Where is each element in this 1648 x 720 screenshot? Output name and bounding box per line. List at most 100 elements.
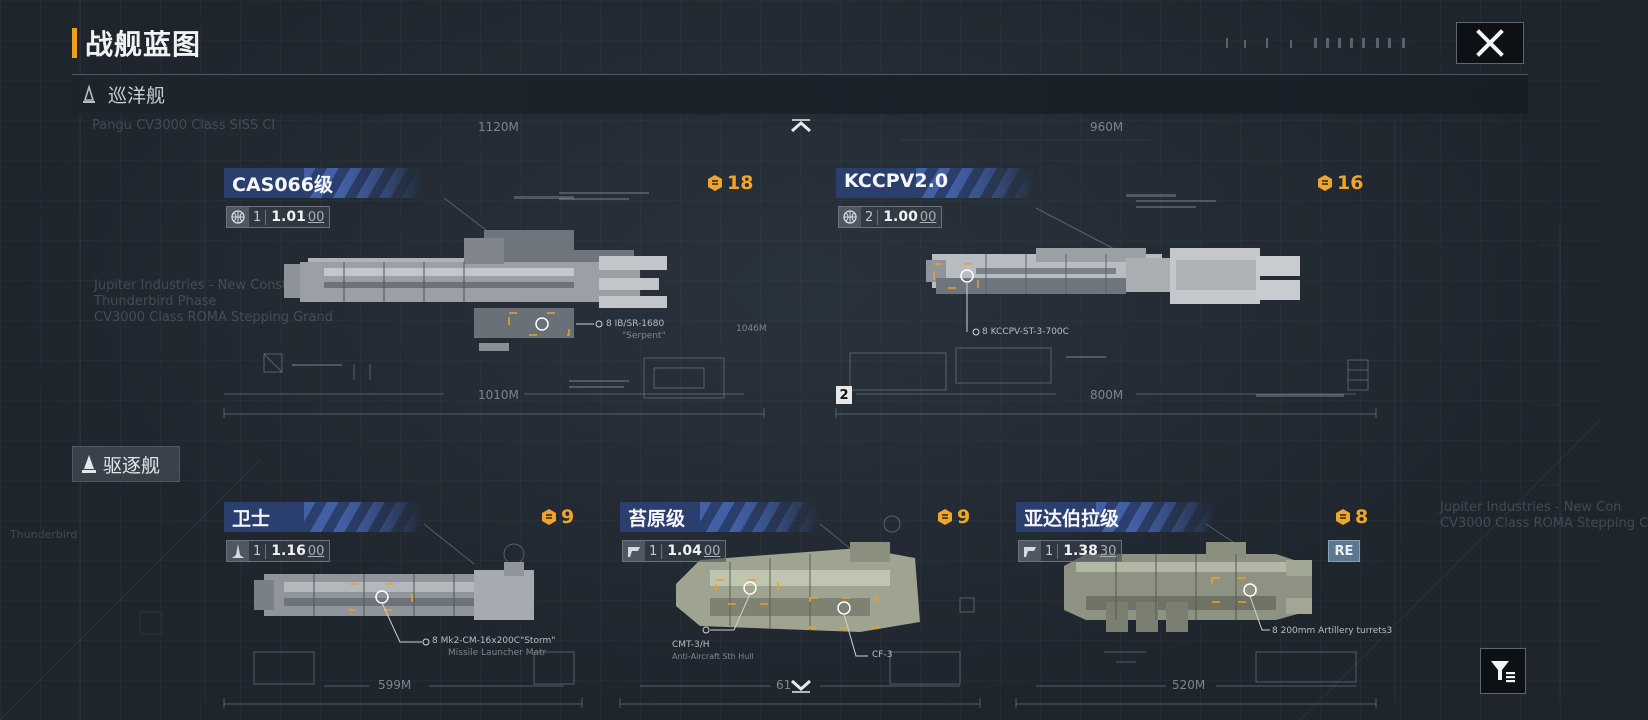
weapon-label: 8 200mm Artillery turrets3 (1272, 626, 1393, 636)
ship-length: 61 (776, 678, 792, 692)
stat-value: 1.00 (883, 209, 918, 225)
ship-name: KCCPV2.0 (844, 170, 949, 192)
bg-text: Thunderbird (10, 528, 78, 541)
globe-icon (839, 207, 861, 227)
close-icon (1476, 29, 1504, 57)
side-measure: 1046M (736, 324, 767, 334)
ship-cost: 9 (936, 506, 970, 528)
ship-length-top: 960M (1090, 120, 1124, 134)
cruiser-icon (83, 83, 95, 103)
ship-card-guardian[interactable]: 卫士 9 1 1.16 00 8 Mk2-CM-16x200C"Storm" M… (223, 502, 583, 708)
cost-icon (1336, 509, 1350, 525)
ship-name: CAS066级 (232, 174, 333, 196)
destroyer-icon (82, 455, 96, 473)
ship-card-cas066[interactable]: CAS066级 18 1 1.01 00 8 IB/SR-1680 "Serpe… (223, 120, 767, 418)
ship-stat: 1 1.16 00 (226, 540, 331, 562)
ship-cost: 9 (540, 506, 574, 528)
stat-value: 1.01 (271, 209, 306, 225)
ship-card-tundra[interactable]: 苔原级 9 1 1.04 00 CMT-3/H Anti-Aircraft St… (619, 502, 981, 708)
ship-card-aldabra[interactable]: 亚达伯拉级 8 1 1.38 30 RE 8 200mm Artillery t… (1015, 502, 1392, 708)
stat-value: 1.04 (667, 543, 702, 559)
bg-text: CV3000 Class ROMA Stepping C (1440, 516, 1648, 531)
weapon-label: 8 IB/SR-1680 (606, 319, 665, 329)
chevron-up-icon[interactable] (790, 118, 812, 134)
ship-name: 卫士 (232, 508, 271, 530)
weapon-label: 8 KCCPV-ST-3-700C (982, 327, 1069, 337)
category-header-cruiser[interactable]: 巡洋舰 (72, 74, 1528, 114)
globe-icon (227, 207, 249, 227)
weapon-sublabel: Anti-Aircraft Sth Hull (672, 652, 754, 661)
ship-card-kccpv[interactable]: KCCPV2.0 16 2 1.00 00 8 KCCPV-ST-3-700C … (835, 120, 1377, 418)
weapon-label: CMT-3/H (672, 640, 710, 650)
chevron-down-icon[interactable] (790, 678, 812, 694)
ship-stat: 1 1.38 30 (1018, 540, 1123, 562)
weapon-label: 8 Mk2-CM-16x200C"Storm" (432, 636, 556, 646)
ship-cost: 16 (1316, 172, 1363, 194)
faction-icon (1019, 541, 1041, 561)
cost-icon (542, 509, 556, 525)
category-tab-destroyer[interactable]: 驱逐舰 (72, 446, 180, 482)
ship-blueprint (223, 523, 583, 708)
bg-text: Jupiter Industries - New Con (1440, 500, 1622, 515)
ship-stat: 1 1.01 00 (226, 206, 331, 228)
bg-text: CV3000 Class ROMA Stepping Grand (94, 310, 333, 325)
stat-decimal: 00 (307, 543, 325, 559)
title-accent-bar (72, 28, 77, 58)
stat-decimal: 00 (919, 209, 937, 225)
ship-name-banner (1016, 502, 1216, 532)
category-label: 巡洋舰 (108, 85, 166, 107)
weapon-label-2: CF-3 (872, 650, 893, 660)
ship-length-top: 1120M (478, 120, 519, 134)
ship-name-banner (224, 168, 424, 198)
ship-blueprint (619, 515, 981, 708)
stat-tier: 2 (861, 209, 879, 225)
bg-text: Pangu CV3000 Class SISS CI (92, 118, 276, 133)
category-label: 驱逐舰 (103, 454, 161, 477)
stat-decimal: 30 (1099, 543, 1117, 559)
filter-button[interactable] (1480, 648, 1526, 694)
decorative-ticks (1226, 38, 1405, 48)
cost-value: 16 (1337, 172, 1364, 194)
cost-icon (1318, 175, 1332, 191)
ship-cost: 18 (706, 172, 753, 194)
stat-tier: 1 (645, 543, 663, 559)
page-title: 战舰蓝图 (85, 28, 202, 61)
ship-blueprint (835, 194, 1377, 418)
ship-name-banner (836, 168, 1036, 198)
stat-tier: 1 (249, 209, 267, 225)
ship-name: 亚达伯拉级 (1024, 508, 1120, 530)
page-header: 战舰蓝图 (72, 26, 202, 61)
ship-length: 800M (1090, 388, 1124, 402)
weapon-sublabel: Missile Launcher Matr (448, 648, 547, 658)
weapon-sublabel: "Serpent" (622, 331, 666, 341)
faction-icon (623, 541, 645, 561)
ship-length: 1010M (478, 388, 519, 402)
stat-decimal: 00 (703, 543, 721, 559)
stat-decimal: 00 (307, 209, 325, 225)
background-lines (0, 0, 1601, 720)
stat-tier: 1 (249, 543, 267, 559)
close-button[interactable] (1456, 22, 1524, 64)
ship-cost: 8 (1334, 506, 1368, 528)
ship-blueprint (1015, 523, 1377, 708)
ship-name-banner (620, 502, 820, 532)
cost-icon (938, 509, 952, 525)
bg-text: Thunderbird Phase (94, 294, 217, 309)
bg-text: Jupiter Industries - New Construction (94, 278, 333, 293)
re-badge: RE (1328, 540, 1360, 562)
cost-value: 18 (727, 172, 754, 194)
stat-tier: 1 (1041, 543, 1059, 559)
cost-value: 9 (957, 506, 971, 528)
ship-stat: 1 1.04 00 (622, 540, 727, 562)
cost-value: 8 (1355, 506, 1369, 528)
stat-value: 1.38 (1063, 543, 1098, 559)
filter-icon (1491, 661, 1515, 683)
cost-value: 9 (561, 506, 575, 528)
ship-length: 599M (378, 678, 412, 692)
stat-value: 1.16 (271, 543, 306, 559)
tier-badge: 2 (836, 386, 852, 404)
ship-stat: 2 1.00 00 (838, 206, 943, 228)
ship-name-banner (224, 502, 424, 532)
ship-length: 520M (1172, 678, 1206, 692)
ship-blueprint (223, 192, 765, 418)
